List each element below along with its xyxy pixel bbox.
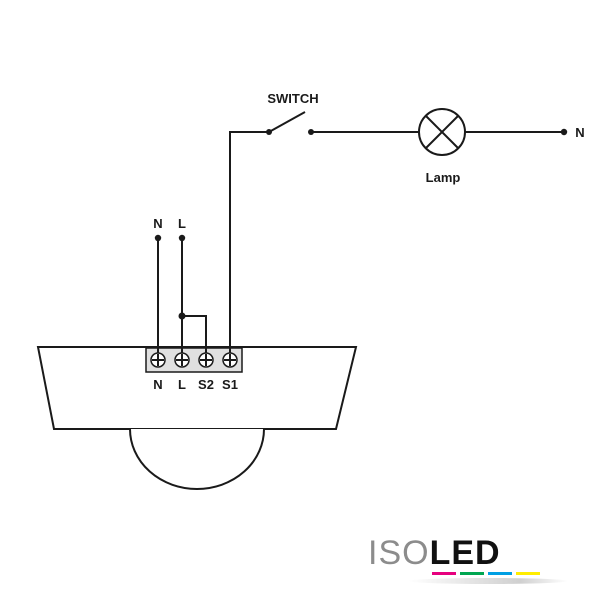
terminal-dot-neutral-right <box>560 128 568 136</box>
switch-lever <box>268 111 306 133</box>
logo-bar-blue <box>488 572 512 575</box>
terminal-screw-s2 <box>198 352 214 368</box>
supply-label-n: N <box>153 216 162 231</box>
logo-suffix: LED <box>429 534 501 572</box>
terminal-dot-supply-n <box>154 234 162 242</box>
wire-s1-to-switch <box>229 131 269 353</box>
supply-wires: N L <box>153 216 186 353</box>
lamp-symbol <box>418 108 466 156</box>
terminal-label-s2: S2 <box>198 377 214 392</box>
sensor-lens-dome <box>129 428 265 490</box>
bridge-l-s2 <box>178 312 207 353</box>
sensor-housing <box>36 346 358 430</box>
terminal-dot-supply-l <box>178 234 186 242</box>
logo-bar-magenta <box>432 572 456 575</box>
switch-label: SWITCH <box>267 91 318 106</box>
wire-bridge <box>182 315 207 353</box>
terminal-block: N L S2 S1 <box>145 347 243 392</box>
isoled-logo: ISOLED <box>368 536 568 586</box>
terminal-label-n: N <box>153 377 162 392</box>
logo-bar-green <box>460 572 484 575</box>
neutral-right-label: N <box>575 125 584 140</box>
switch-circuit: SWITCH Lamp N <box>229 91 585 353</box>
lamp-label: Lamp <box>426 170 461 185</box>
terminal-label-l: L <box>178 377 186 392</box>
logo-reflection <box>408 578 568 584</box>
logo-bar-yellow <box>516 572 540 575</box>
terminal-screw-n <box>150 352 166 368</box>
supply-label-l: L <box>178 216 186 231</box>
terminal-screw-s1 <box>222 352 238 368</box>
logo-wordmark: ISOLED <box>368 536 501 570</box>
terminal-screw-l <box>174 352 190 368</box>
terminal-label-s1: S1 <box>222 377 238 392</box>
logo-prefix: ISO <box>368 534 430 572</box>
motion-sensor <box>36 346 358 490</box>
